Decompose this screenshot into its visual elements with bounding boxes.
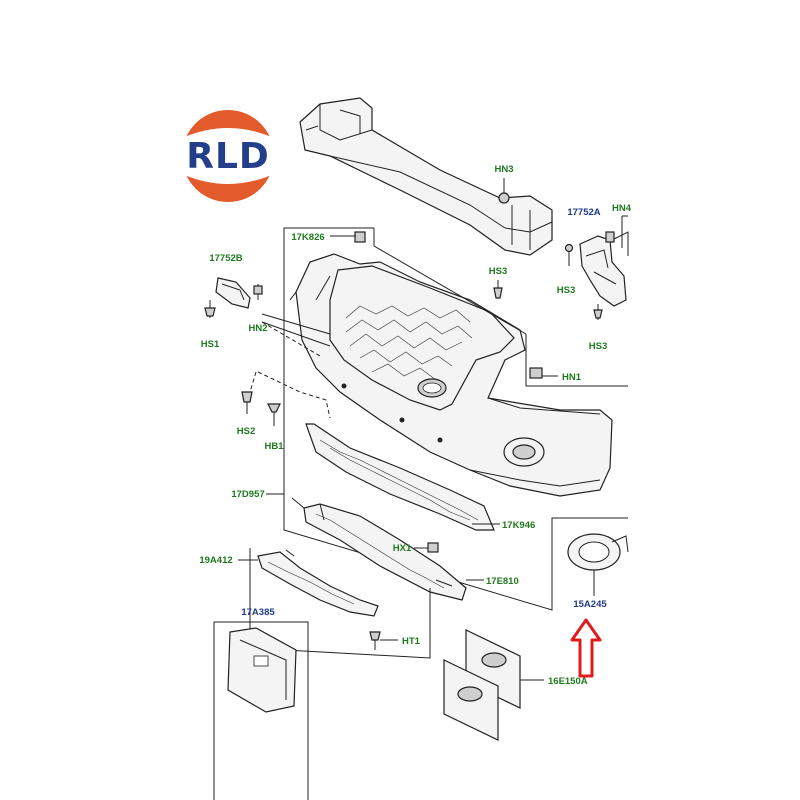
- label-hs3-center: HS3: [489, 266, 507, 277]
- bumper-cover: [289, 253, 613, 497]
- label-17k946: 17K946: [502, 520, 535, 531]
- label-hx1: HX1: [393, 543, 412, 554]
- label-hn2: HN2: [248, 323, 267, 334]
- label-hs1: HS1: [201, 339, 220, 350]
- label-19a412: 19A412: [199, 555, 232, 566]
- label-17752a: 17752A: [567, 207, 600, 218]
- label-hn4: HN4: [612, 203, 632, 214]
- fastener-hs3-center: [493, 280, 503, 299]
- fog-bezel-15a245: [567, 533, 629, 571]
- label-17k826: 17K826: [291, 232, 324, 243]
- panel-17e810: [303, 503, 467, 601]
- label-16e150a: 16E150A: [548, 676, 588, 687]
- label-hs3-right-upper: HS3: [557, 285, 575, 296]
- fastener-ht1: [369, 631, 381, 650]
- label-hs3-right-lower: HS3: [589, 341, 607, 352]
- logo-text: RLD: [186, 136, 270, 177]
- label-hb1: HB1: [264, 441, 284, 452]
- nut-hn3: [498, 178, 510, 204]
- label-17d957: 17D957: [231, 489, 264, 500]
- lower-valance-17k946: [305, 423, 495, 531]
- fastener-hs2: [241, 371, 257, 414]
- fastener-hb1: [267, 403, 281, 426]
- label-17752b: 17752B: [209, 253, 242, 264]
- bumper-beam: [299, 97, 553, 256]
- clip-hn1: [529, 367, 543, 379]
- indicator-arrow: [570, 618, 602, 678]
- label-hn3: HN3: [494, 164, 513, 175]
- clip-17k826: [354, 231, 366, 243]
- label-ht1: HT1: [402, 636, 421, 647]
- label-hn1: HN1: [562, 372, 582, 383]
- clip-hx1: [427, 542, 439, 553]
- bracket-17752a: [564, 215, 629, 320]
- rld-logo: RLD: [182, 110, 274, 202]
- label-17a385: 17A385: [241, 607, 275, 618]
- bracket-17752b: [204, 277, 263, 318]
- bracket-19a412: [257, 549, 379, 617]
- label-15a245: 15A245: [573, 599, 607, 610]
- label-hs2: HS2: [237, 426, 255, 437]
- plate-secondary: [443, 659, 499, 741]
- plate-bracket-17a385: [227, 627, 297, 713]
- label-17e810: 17E810: [486, 576, 519, 587]
